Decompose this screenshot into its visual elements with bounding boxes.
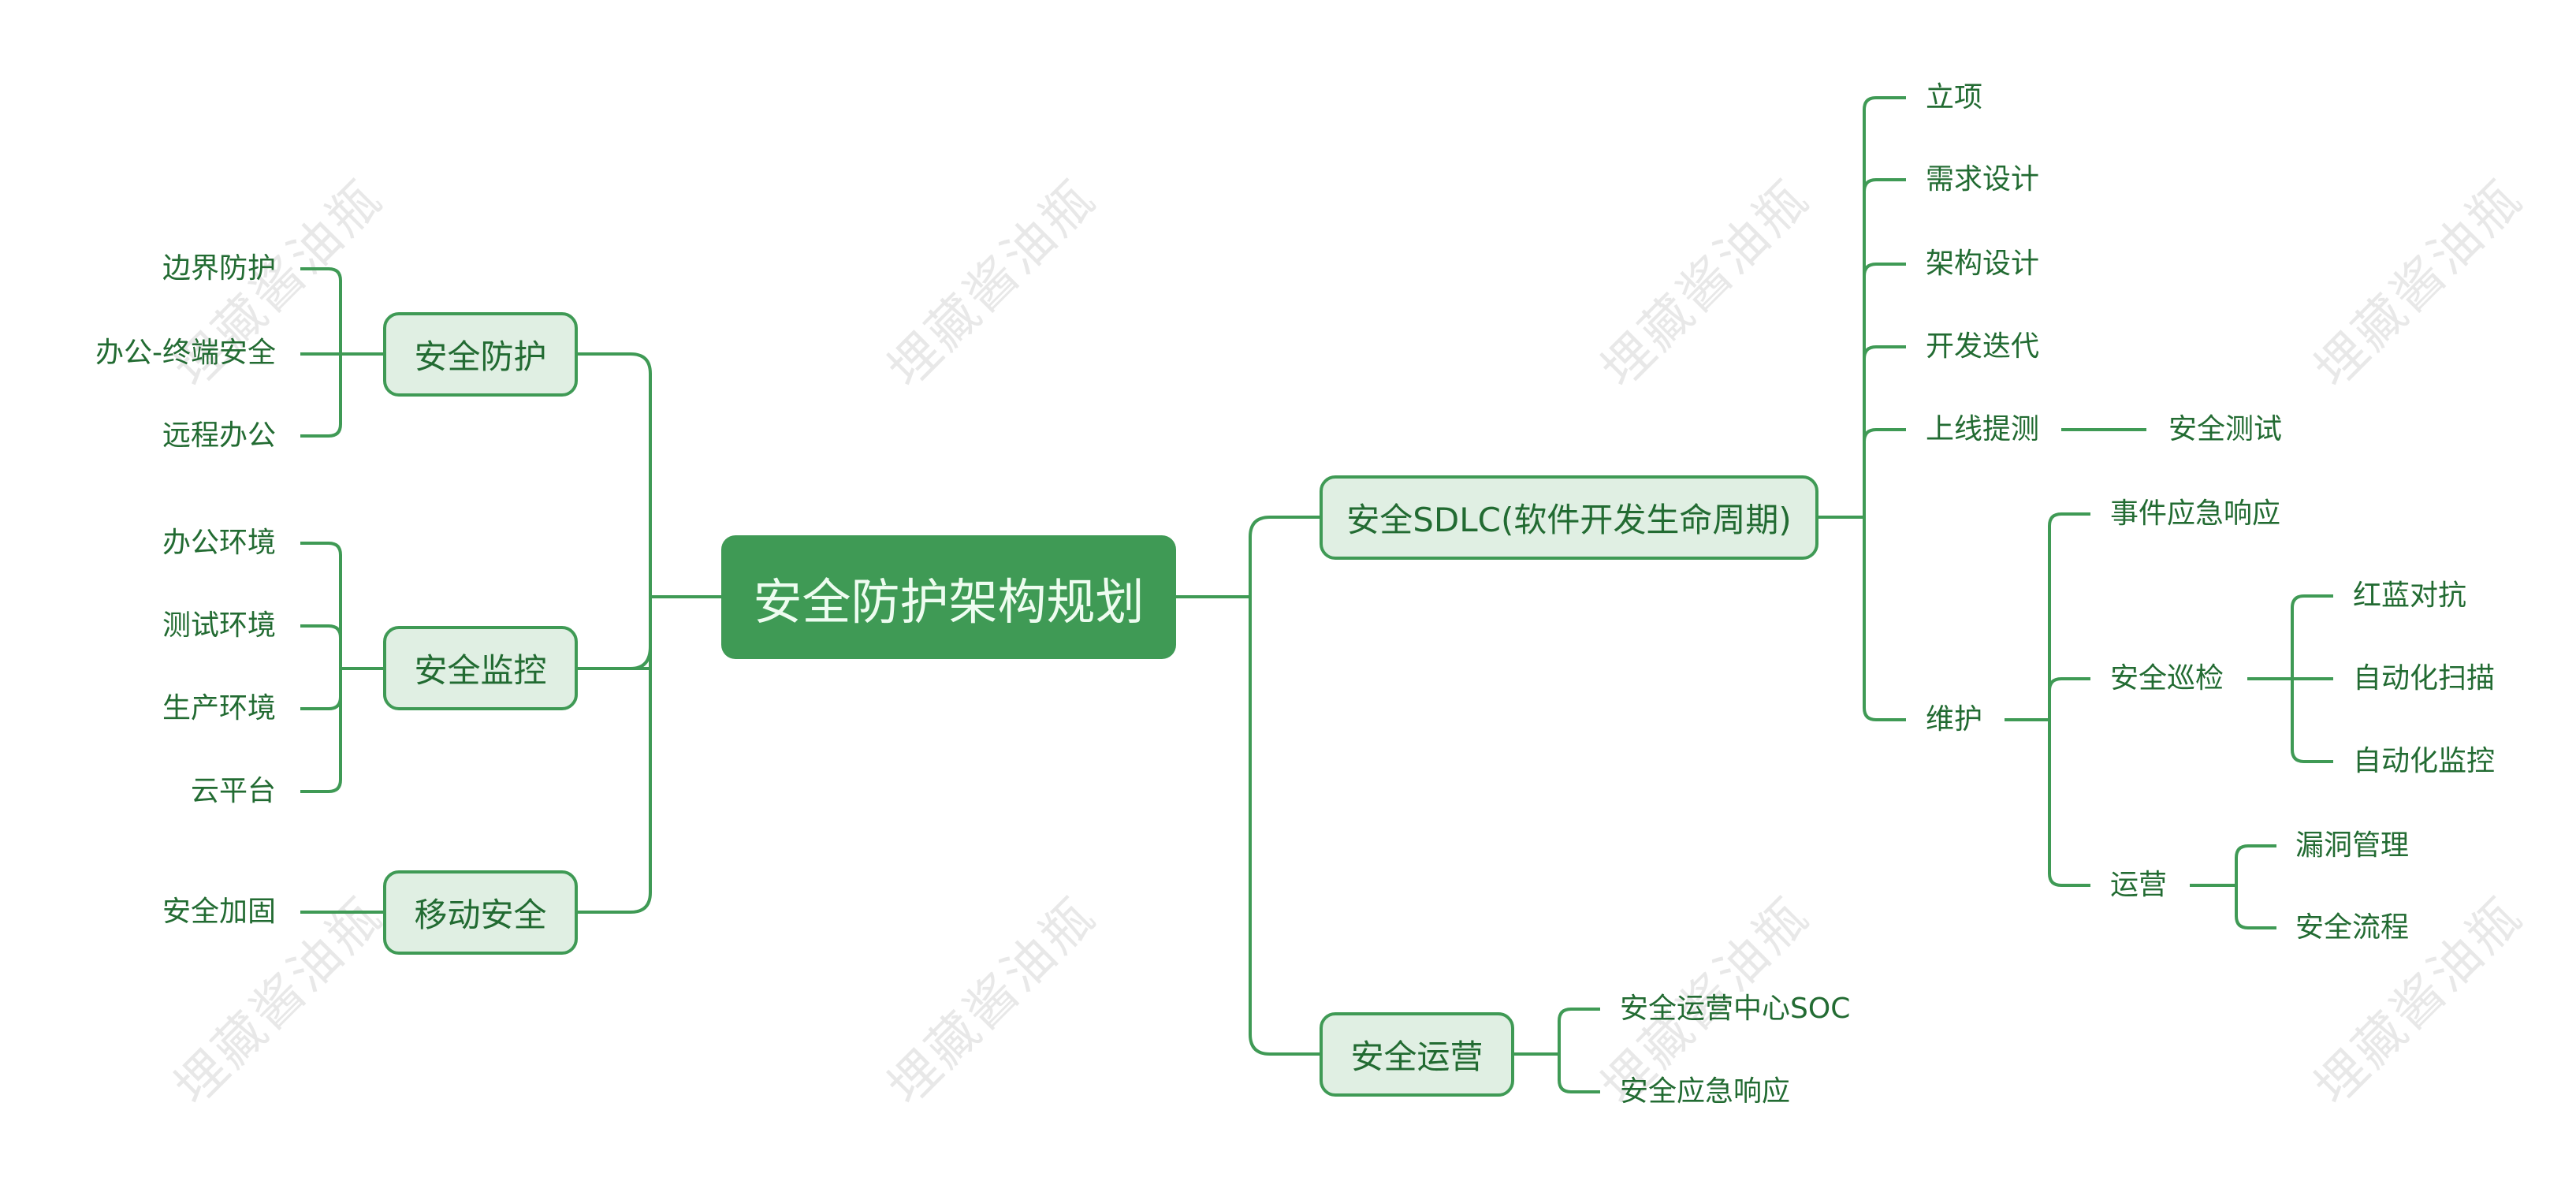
leaf-project-initiation[interactable]: 立项 xyxy=(1926,81,1983,114)
node-security-monitoring[interactable]: 安全监控 xyxy=(383,626,578,710)
leaf-automated-scanning[interactable]: 自动化扫描 xyxy=(2353,662,2496,695)
leaf-security-testing[interactable]: 安全测试 xyxy=(2168,413,2283,445)
leaf-dev-iteration[interactable]: 开发迭代 xyxy=(1926,330,2040,363)
leaf-automated-monitoring[interactable]: 自动化监控 xyxy=(2353,745,2496,777)
root-label: 安全防护架构规划 xyxy=(753,572,1145,631)
root-node[interactable]: 安全防护架构规划 xyxy=(721,535,1176,659)
node-security-protection[interactable]: 安全防护 xyxy=(383,312,578,397)
leaf-remote-office[interactable]: 远程办公 xyxy=(162,419,276,452)
node-label: 安全运营 xyxy=(1350,1037,1483,1076)
leaf-architecture-design[interactable]: 架构设计 xyxy=(1926,248,2040,280)
node-security-operations[interactable]: 安全运营 xyxy=(1320,1012,1514,1097)
node-label: 安全SDLC(软件开发生命周期) xyxy=(1346,501,1792,539)
leaf-prod-env[interactable]: 生产环境 xyxy=(162,692,276,725)
leaf-boundary-protection[interactable]: 边界防护 xyxy=(162,252,276,285)
node-security-sdlc[interactable]: 安全SDLC(软件开发生命周期) xyxy=(1320,475,1818,560)
leaf-requirements-design[interactable]: 需求设计 xyxy=(1926,163,2040,196)
leaf-emergency-response[interactable]: 安全应急响应 xyxy=(1620,1075,1791,1108)
node-label: 安全监控 xyxy=(414,651,547,690)
leaf-office-endpoint-security[interactable]: 办公-终端安全 xyxy=(95,337,276,369)
leaf-test-env[interactable]: 测试环境 xyxy=(162,609,276,642)
leaf-security-inspection[interactable]: 安全巡检 xyxy=(2110,662,2224,695)
leaf-release-testing[interactable]: 上线提测 xyxy=(1926,413,2040,445)
leaf-office-env[interactable]: 办公环境 xyxy=(162,527,276,559)
leaf-security-process[interactable]: 安全流程 xyxy=(2295,911,2410,944)
leaf-operations[interactable]: 运营 xyxy=(2110,869,2168,901)
leaf-hardening[interactable]: 安全加固 xyxy=(162,896,276,928)
leaf-maintenance[interactable]: 维护 xyxy=(1926,703,1983,736)
leaf-soc[interactable]: 安全运营中心SOC xyxy=(1620,993,1851,1025)
leaf-cloud-platform[interactable]: 云平台 xyxy=(190,775,276,807)
leaf-incident-response[interactable]: 事件应急响应 xyxy=(2110,497,2281,530)
node-mobile-security[interactable]: 移动安全 xyxy=(383,870,578,955)
leaf-vulnerability-management[interactable]: 漏洞管理 xyxy=(2295,829,2410,862)
node-label: 安全防护 xyxy=(414,337,547,376)
leaf-red-blue-exercise[interactable]: 红蓝对抗 xyxy=(2353,579,2467,612)
node-label: 移动安全 xyxy=(414,896,547,934)
